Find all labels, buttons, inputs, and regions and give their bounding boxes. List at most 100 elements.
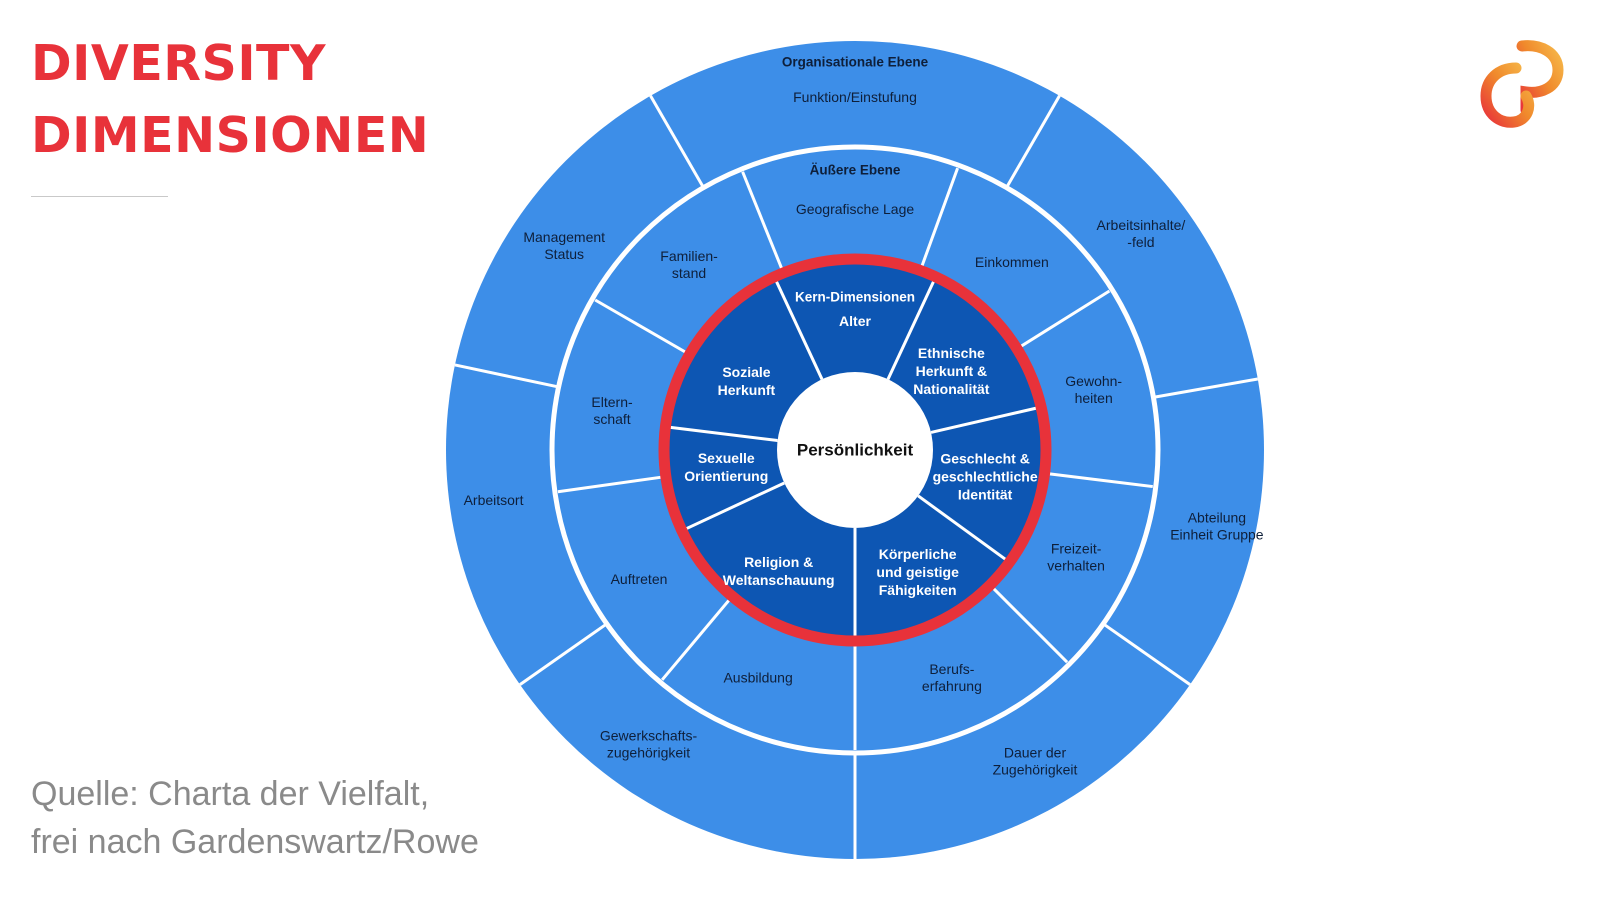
organizational-label-line: zugehörigkeit [607, 744, 690, 760]
source-caption: Quelle: Charta der Vielfalt, frei nach G… [31, 770, 479, 866]
external-label: Berufs-erfahrung [922, 660, 982, 693]
core-label: Religion & Weltanschauung [723, 554, 835, 588]
core-label-line: Ethnische [918, 345, 985, 361]
source-caption-line-1: Quelle: Charta der Vielfalt, [31, 775, 430, 813]
core-label-line: Sexuelle [698, 450, 755, 466]
external-separator [741, 171, 786, 275]
external-label-line: Auftreten [611, 570, 668, 586]
organizational-label-line: Einheit Gruppe [1170, 526, 1264, 542]
core-label-line: Alter [839, 313, 871, 329]
organizational-label: Gewerkschafts-zugehörigkeit [600, 727, 698, 760]
external-label-line: Eltern- [591, 394, 633, 410]
core-separator [917, 494, 1010, 563]
organizational-label: Funktion/Einstufung [793, 89, 917, 105]
external-label-line: Ausbildung [723, 669, 792, 685]
core-separator [666, 425, 778, 442]
external-separator [1015, 289, 1111, 351]
brand-logo-icon [1480, 40, 1564, 128]
core-label-line: Orientierung [684, 468, 768, 484]
core-label-line: Religion & [744, 554, 813, 570]
external-label-line: Geografische Lage [796, 201, 915, 217]
external-label: Einkommen [975, 254, 1049, 270]
center-circle [777, 372, 933, 528]
organizational-separator [1006, 95, 1061, 187]
external-label-line: Einkommen [975, 254, 1049, 270]
core-border [658, 253, 1052, 647]
external-separator [1043, 471, 1153, 489]
slide-title-line-2: DIMENSIONEN [31, 107, 430, 164]
source-caption-line-2: frei nach Gardenswartz/Rowe [31, 823, 479, 861]
core-separator [682, 481, 785, 532]
center-label: Persönlichkeit [797, 440, 914, 459]
organizational-separator [1155, 377, 1259, 399]
external-label-line: heiten [1075, 390, 1113, 406]
organizational-label-line: Status [544, 246, 584, 262]
organizational-label-line: Dauer der [1004, 744, 1067, 760]
organizational-label-line: Arbeitsort [464, 492, 524, 508]
external-label: Familien-stand [660, 248, 718, 281]
external-label-line: verhalten [1047, 557, 1105, 573]
organizational-label: Arbeitsinhalte/-feld [1097, 217, 1186, 250]
external-label: Gewohn-heiten [1065, 373, 1122, 406]
core-label-line: Nationalität [913, 381, 990, 397]
organizational-label-line: Gewerkschafts- [600, 727, 698, 743]
external-separator [661, 594, 735, 681]
organizational-separator [454, 363, 557, 389]
external-label-line: erfahrung [922, 677, 982, 693]
core-label-line: Soziale [722, 364, 770, 380]
core-label-line: Körperliche [879, 546, 957, 562]
slide-title: DIVERSITY DIMENSIONEN [31, 28, 429, 172]
core-label-line: Fähigkeiten [879, 582, 957, 598]
external-label-line: Familien- [660, 248, 718, 264]
core-label-line: geschlechtliche [933, 468, 1038, 484]
external-separator [557, 474, 668, 494]
external-separator [988, 583, 1069, 664]
core-separator [886, 277, 937, 380]
core-label-line: Herkunft [718, 382, 776, 398]
core-separator [773, 277, 824, 380]
organizational-heading: Organisationale Ebene [782, 55, 929, 70]
core-label-line: Weltanschauung [723, 572, 835, 588]
external-label-line: schaft [593, 411, 630, 427]
organizational-separator [649, 95, 704, 187]
core-label: Alter [839, 313, 871, 329]
external-label-line: stand [672, 265, 706, 281]
external-ring-border [549, 144, 1161, 756]
external-label: Geografische Lage [796, 201, 915, 217]
organizational-label-line: -feld [1127, 234, 1154, 250]
core-label-line: Identität [958, 486, 1013, 502]
external-separator [594, 298, 692, 357]
external-separator [918, 167, 960, 272]
diversity-wheel: Persönlichkeit Organisationale EbeneÄußer… [446, 41, 1264, 859]
external-label-line: Gewohn- [1065, 373, 1122, 389]
core-label-line: Geschlecht & [940, 450, 1029, 466]
external-label-line: Berufs- [929, 660, 974, 676]
external-label: Auftreten [611, 570, 668, 586]
core-label-line: Herkunft & [916, 363, 988, 379]
external-label: Eltern-schaft [591, 394, 633, 427]
external-heading: Äußere Ebene [810, 163, 901, 178]
organizational-separator [1103, 623, 1191, 686]
organizational-separator [519, 623, 607, 686]
organizational-label-line: Abteilung [1188, 509, 1246, 525]
external-label: Freizeit-verhalten [1047, 540, 1105, 573]
title-divider [31, 196, 168, 197]
organizational-label: Arbeitsort [464, 492, 524, 508]
organizational-label-line: Zugehörigkeit [993, 761, 1078, 777]
external-label-line: Freizeit- [1051, 540, 1102, 556]
core-label-line: und geistige [876, 564, 959, 580]
organizational-label-line: Arbeitsinhalte/ [1097, 217, 1186, 233]
core-heading: Kern-Dimensionen [795, 290, 915, 305]
slide-title-line-1: DIVERSITY [31, 35, 326, 92]
organizational-label-line: Funktion/Einstufung [793, 89, 917, 105]
external-label: Ausbildung [723, 669, 792, 685]
